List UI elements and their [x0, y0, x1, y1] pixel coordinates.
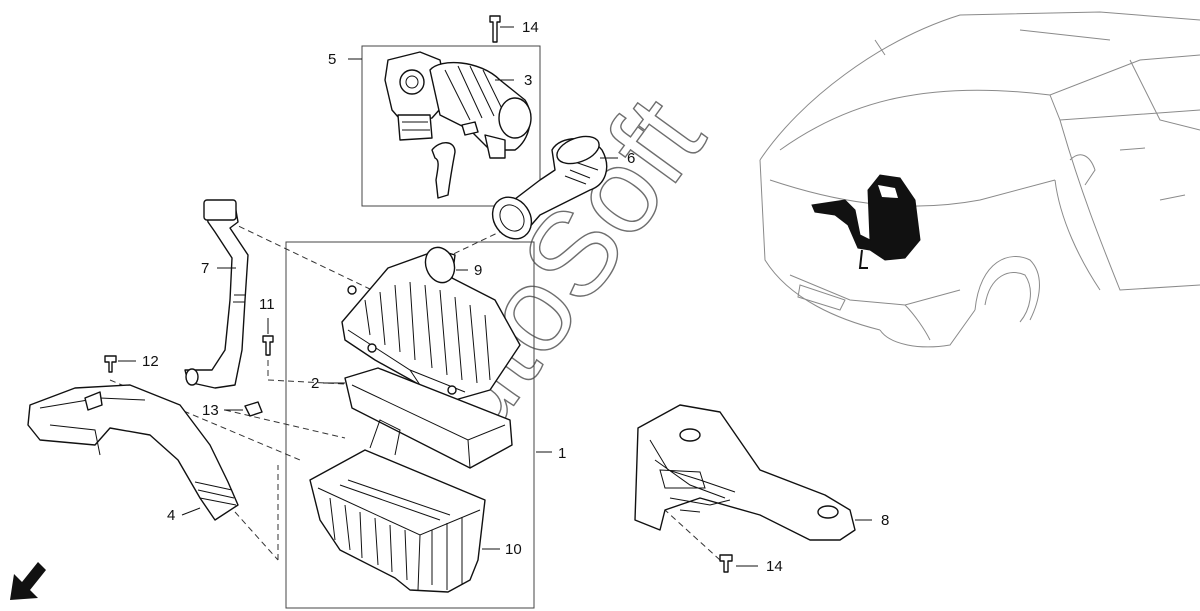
group-box-air-cleaner: [285, 241, 535, 609]
part-resonator-assembly: [384, 51, 532, 199]
vehicle-illustration: [759, 11, 1200, 348]
callout-11: 11: [259, 296, 275, 313]
part-bracket: [634, 404, 856, 541]
arrow-down-left-icon: [10, 562, 46, 600]
callout-labels: 5 14 3 6 7 11 9 12 2 13 1 4 8 10 14: [142, 19, 889, 575]
bolt-14-bottom: [719, 554, 733, 573]
callout-2: 2: [311, 375, 319, 392]
leader-lines: [118, 26, 872, 567]
callout-14-bottom: 14: [766, 558, 783, 575]
callout-6: 6: [627, 150, 635, 167]
callout-13: 13: [202, 402, 219, 419]
callout-14-top: 14: [522, 19, 539, 36]
bolt-12: [104, 355, 117, 373]
callout-10: 10: [505, 541, 522, 558]
callout-8: 8: [881, 512, 889, 529]
part-air-cleaner-cover: [341, 246, 521, 401]
callout-5: 5: [328, 51, 336, 68]
group-box-upper: [361, 45, 541, 207]
callout-9: 9: [474, 262, 482, 279]
callout-4: 4: [167, 507, 175, 524]
part-filter-element: [344, 367, 513, 469]
callout-7: 7: [201, 260, 209, 277]
part-intake-hose: [491, 135, 608, 240]
clip-13: [244, 401, 263, 417]
part-air-duct: [27, 384, 239, 521]
callout-1: 1: [558, 445, 566, 462]
bolt-14-top: [489, 15, 501, 43]
bolt-11: [262, 335, 274, 356]
air-cleaner-highlight: [811, 174, 921, 261]
callout-12: 12: [142, 353, 159, 370]
callout-3: 3: [524, 72, 532, 89]
part-lower-case: [309, 419, 486, 593]
part-breather-hose: [184, 199, 249, 389]
